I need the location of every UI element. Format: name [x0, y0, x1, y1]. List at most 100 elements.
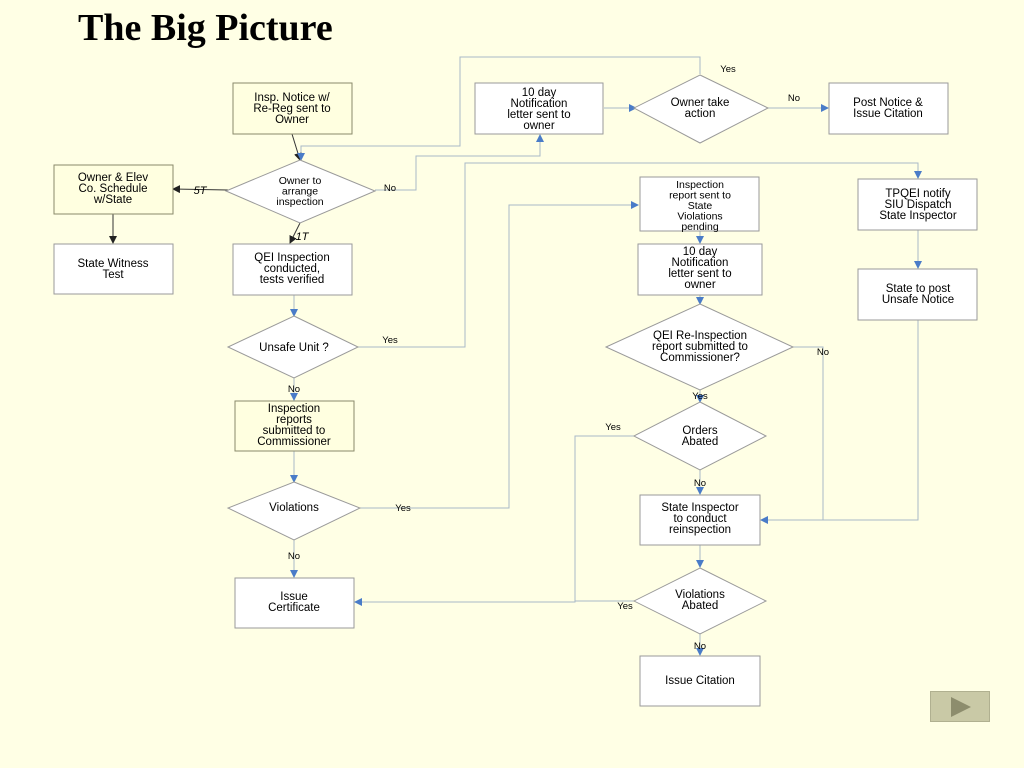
node-label-line: letter sent to — [668, 268, 731, 280]
node-label-line: submitted to — [263, 425, 326, 437]
node-label-line: arrange — [282, 186, 318, 198]
node-label-line: owner — [684, 279, 715, 291]
edge-post-to-inspector — [823, 320, 919, 521]
node-issue-citation: Issue Citation — [639, 655, 761, 707]
node-label-line: Notification — [511, 98, 568, 110]
node-label-line: State Inspector — [879, 210, 957, 222]
label-five-t: 5T — [194, 185, 208, 197]
label-no-orders: No — [694, 478, 706, 489]
node-post-notice: Post Notice &Issue Citation — [828, 82, 949, 135]
edge-action-yes-to-arrange — [297, 56, 701, 161]
node-label-line: w/State — [93, 194, 132, 206]
edge-arrange-to-schedule — [172, 185, 229, 194]
label-yes-top: Yes — [720, 64, 736, 75]
label-no-violations-abated: No — [694, 641, 706, 652]
node-label-line: 10 day — [522, 87, 557, 99]
label-yes-violations: Yes — [395, 503, 411, 514]
edge-arrange-to-qei — [289, 222, 301, 244]
node-label-line: Owner — [275, 114, 309, 126]
node-label-line: Commissioner? — [660, 352, 740, 364]
node-label-line: action — [685, 108, 716, 120]
label-no-unsafe: No — [288, 384, 300, 395]
node-label-line: pending — [681, 221, 719, 233]
node-label-line: Violations — [269, 502, 319, 514]
node-label: Post Notice &Issue Citation — [853, 97, 923, 120]
node-label-line: Owner take — [671, 97, 730, 109]
connectors — [109, 56, 922, 656]
node-label-line: Inspection — [676, 179, 724, 191]
node-label-line: reinspection — [669, 524, 731, 536]
node-label: Violations — [269, 502, 319, 514]
node-label-line: report sent to — [669, 190, 731, 202]
label-no-owner-action: No — [788, 93, 800, 104]
node-label-line: Orders — [682, 425, 717, 437]
node-label: Issue Citation — [665, 675, 735, 687]
node-label-line: Test — [102, 269, 124, 281]
node-label-line: Notification — [672, 257, 729, 269]
node-label-line: Violations — [675, 589, 725, 601]
node-label-line: QEI Inspection — [254, 252, 329, 264]
label-yes-qei-reinspection: Yes — [692, 391, 708, 402]
edge-labels: Yes No No 5T 1T Yes No Yes No No Yes Yes… — [194, 64, 830, 652]
node-label-line: Co. Schedule — [78, 183, 147, 195]
node-label-line: Inspection — [268, 403, 320, 415]
node-label-line: reports — [276, 414, 312, 426]
node-label-line: Issue — [280, 591, 308, 603]
node-violations: Violations — [226, 481, 362, 541]
node-label-line: QEI Re-Inspection — [653, 330, 747, 342]
node-label-line: report submitted to — [652, 341, 748, 353]
node-label-line: Unsafe Unit ? — [259, 342, 329, 354]
next-slide-button[interactable] — [930, 691, 990, 722]
node-label-line: State to post — [886, 283, 951, 295]
node-label-line: 10 day — [683, 246, 718, 258]
label-yes-orders: Yes — [605, 422, 621, 433]
label-yes-unsafe: Yes — [382, 335, 398, 346]
node-label-line: Unsafe Notice — [882, 294, 954, 306]
node-label-line: Abated — [682, 436, 718, 448]
play-triangle-icon — [951, 697, 971, 717]
node-label-line: Owner to — [279, 175, 322, 187]
node-label-line: State Inspector — [661, 502, 739, 514]
node-label-line: Issue Citation — [665, 675, 735, 687]
page-title: The Big Picture — [78, 7, 333, 49]
node-label-line: State — [688, 200, 713, 212]
node-label-line: Owner & Elev — [78, 172, 149, 184]
node-label-line: TPQEI notify — [885, 188, 950, 200]
label-no-violations: No — [288, 551, 300, 562]
node-label-line: Re-Reg sent to — [253, 103, 330, 115]
node-label-line: Abated — [682, 600, 718, 612]
node-label-line: Certificate — [268, 602, 320, 614]
node-label-line: Commissioner — [257, 436, 331, 448]
edge-reinspection-no-to-inspector — [760, 346, 824, 524]
node-label-line: Violations — [677, 211, 722, 223]
edge-orders-yes-to-certificate — [354, 435, 636, 606]
node-label-line: Post Notice & — [853, 97, 923, 109]
node-label-line: to conduct — [673, 513, 727, 525]
node-label-line: Issue Citation — [853, 108, 923, 120]
edge-notice-to-arrange — [291, 133, 302, 161]
